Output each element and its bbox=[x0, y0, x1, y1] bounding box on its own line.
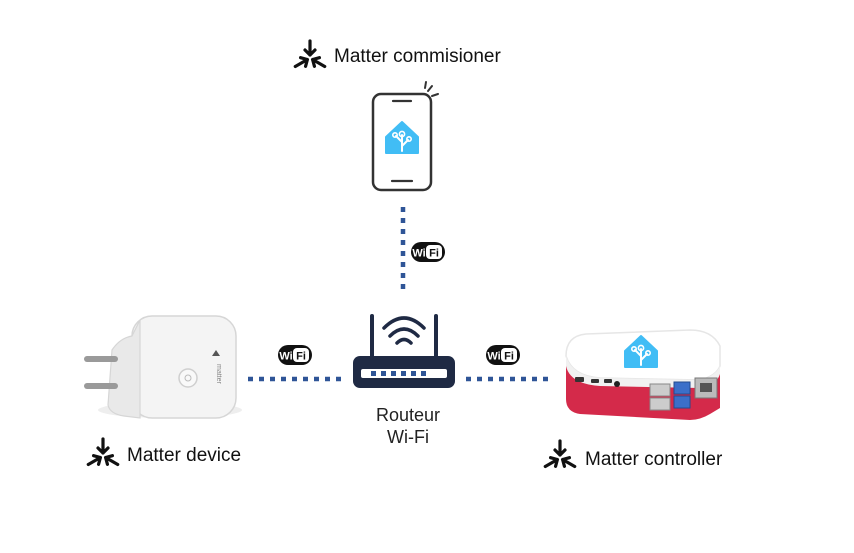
router-label-line2: Wi-Fi bbox=[387, 427, 429, 447]
matter-logo-icon bbox=[291, 39, 329, 73]
smart-plug-icon: matter bbox=[84, 315, 242, 419]
wifi-badge-icon bbox=[411, 242, 445, 262]
router-label: Routeur Wi-Fi bbox=[358, 404, 458, 448]
controller-label: Matter controller bbox=[585, 449, 723, 470]
wifi-badge-icon bbox=[486, 345, 520, 365]
commissioner-label: Matter commisioner bbox=[334, 46, 501, 67]
router-icon bbox=[353, 314, 455, 388]
device-label: Matter device bbox=[127, 445, 242, 466]
matter-logo-icon bbox=[84, 437, 122, 471]
svg-text:matter: matter bbox=[215, 364, 222, 385]
matter-logo-icon bbox=[541, 439, 579, 473]
router-label-line1: Routeur bbox=[375, 405, 441, 425]
wifi-badge-icon bbox=[278, 345, 312, 365]
